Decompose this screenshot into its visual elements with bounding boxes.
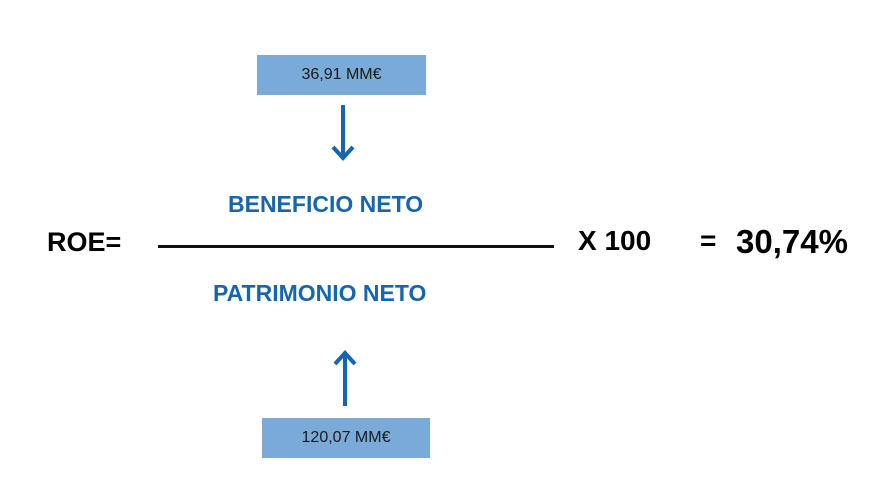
denominator-value: 120,07 MM€: [301, 429, 391, 446]
multiplier-label: X 100: [578, 225, 652, 256]
arrow-down-icon: [331, 105, 355, 161]
denominator-label: PATRIMONIO NETO: [213, 280, 427, 306]
result-value: 30,74%: [736, 223, 848, 260]
numerator-value-box: 36,91 MM€: [257, 55, 426, 95]
denominator-value-box: 120,07 MM€: [262, 418, 430, 458]
fraction-line: [158, 245, 554, 248]
arrow-up-icon: [333, 350, 357, 406]
numerator-label: BENEFICIO NETO: [228, 191, 424, 217]
numerator-value: 36,91 MM€: [301, 66, 382, 83]
roe-label: ROE=: [47, 227, 122, 257]
equals-sign: =: [700, 225, 717, 256]
